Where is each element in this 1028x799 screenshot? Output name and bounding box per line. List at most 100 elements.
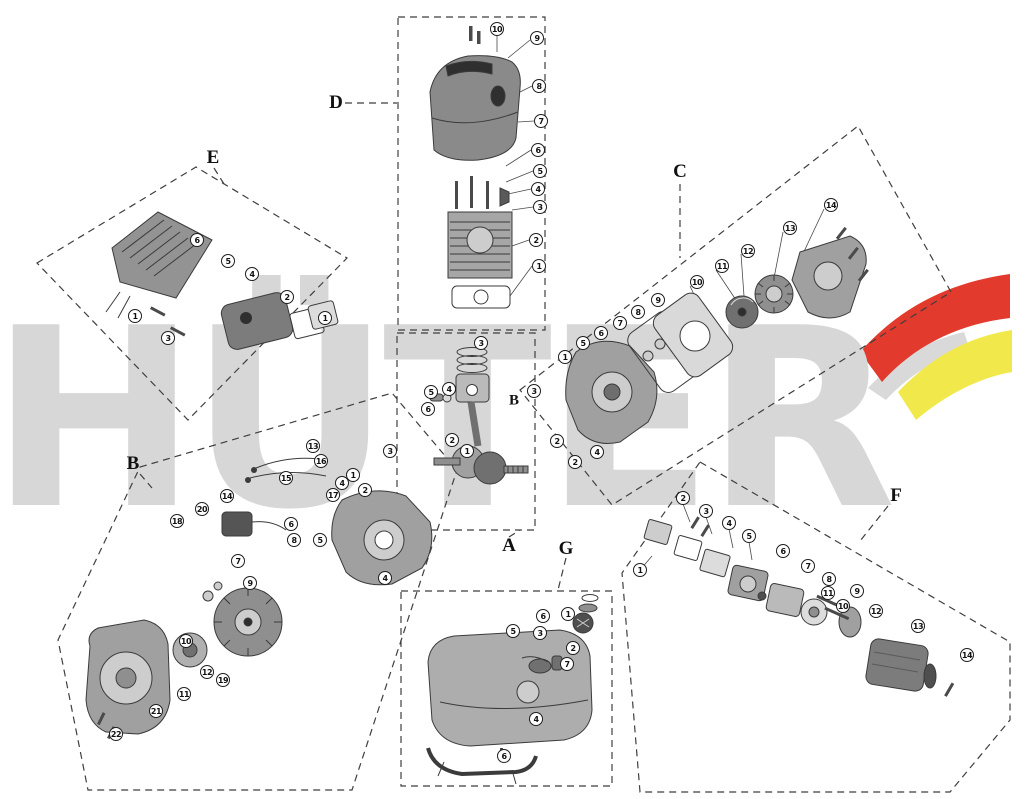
callout-C-7: 7 [613,316,627,330]
callout-F-14: 14 [960,648,974,662]
callout-D-8: 8 [532,79,546,93]
callout-F-4: 4 [722,516,736,530]
callout-G-6: 6 [497,749,511,763]
section-G-outline [400,590,613,787]
callout-F-6: 6 [776,544,790,558]
callout-B-19: 19 [216,673,230,687]
callout-B-4: 4 [335,476,349,490]
section-label-D: D [329,92,343,113]
callout-B-13: 13 [306,439,320,453]
callout-B-10: 10 [179,634,193,648]
callout-G-5: 5 [506,624,520,638]
flag-red-stripe [860,274,1010,382]
callout-C-11: 11 [715,259,729,273]
callout-B-2: 2 [358,483,372,497]
callout-B-9: 9 [243,576,257,590]
callout-B-5: 5 [313,533,327,547]
callout-E-3: 3 [161,331,175,345]
callout-E-5: 5 [221,254,235,268]
callout-E-4: 4 [245,267,259,281]
callout-B-1: 1 [346,468,360,482]
callout-F-12: 12 [869,604,883,618]
drawing-muffler-f [865,638,955,697]
drawing-fuel-filter [521,655,563,671]
callout-D-1: 1 [532,259,546,273]
drawing-carb-mount-plates [643,516,731,578]
callout-A-4: 4 [442,382,456,396]
drawing-cooling-shroud [105,211,213,319]
section-label-F: F [890,485,902,506]
callout-E-1: 1 [128,309,142,323]
drawing-piston-rings [456,347,488,373]
callout-D-7: 7 [534,114,548,128]
callout-G-7: 7 [560,657,574,671]
callout-D-2: 2 [529,233,543,247]
section-F-outline [621,461,1011,793]
section-E-outline [36,166,348,421]
callout-B-22: 22 [109,727,123,741]
callout-C-2: 2 [568,455,582,469]
callout-D-9: 9 [530,31,544,45]
drawing-muffler [149,292,339,350]
callout-B-8: 8 [287,533,301,547]
watermark-text: HÜTER [0,276,896,564]
callout-C-4: 4 [590,445,604,459]
drawing-crankshaft [433,401,529,485]
callout-D-4: 4 [531,182,545,196]
section-label-C: C [673,161,687,182]
section-label-B: B [126,453,140,474]
callout-F-3: 3 [699,504,713,518]
callout-B-16: 16 [314,454,328,468]
callout-G-4: 4 [529,712,543,726]
callout-A-2: 2 [445,433,459,447]
callout-B-15: 15 [279,471,293,485]
callout-F-2: 2 [676,491,690,505]
drawing-carburetor [727,564,769,602]
callout-B-6: 6 [284,517,298,531]
label-leader-lines [139,102,889,591]
callout-A-3: 3 [474,336,488,350]
drawing-starter-housing [85,619,171,740]
drawing-fuel-tank [427,629,593,747]
callout-D-3: 3 [533,200,547,214]
callout-C-5: 5 [576,336,590,350]
callout-G-6: 6 [536,609,550,623]
callout-G-1: 1 [561,607,575,621]
callout-C-14: 14 [824,198,838,212]
callout-C-12: 12 [741,244,755,258]
section-C-outline [519,125,952,506]
callout-E-2: 2 [280,290,294,304]
drawing-clutch-and-fan [725,274,794,329]
callout-F-11: 11 [821,586,835,600]
callout-D-10: 10 [490,22,504,36]
callout-A-6: 6 [421,402,435,416]
drawing-flywheel [202,581,283,657]
drawing-crankcase-cover [331,490,433,586]
callout-A-5: 5 [424,385,438,399]
callout-E-6: 6 [190,233,204,247]
callout-C-1: 1 [558,350,572,364]
callout-F-1: 1 [633,563,647,577]
drawing-piston [429,373,490,403]
callout-B-11: 11 [177,687,191,701]
section-label-G: G [558,538,574,559]
callout-B-21: 21 [149,704,163,718]
callout-C-10: 10 [690,275,704,289]
callout-G-3: 3 [533,626,547,640]
callout-C-3: 3 [527,384,541,398]
callout-B-12: 12 [200,665,214,679]
callout-A-1: 1 [460,444,474,458]
callout-E-1: 1 [318,311,332,325]
callout-C-8: 8 [631,305,645,319]
callout-G-2: 2 [566,641,580,655]
callout-B-18: 18 [170,514,184,528]
drawing-ignition-coil [221,511,287,537]
callout-D-5: 5 [533,164,547,178]
callout-F-8: 8 [822,572,836,586]
callout-C-9: 9 [651,293,665,307]
drawing-crankcase [565,338,666,444]
